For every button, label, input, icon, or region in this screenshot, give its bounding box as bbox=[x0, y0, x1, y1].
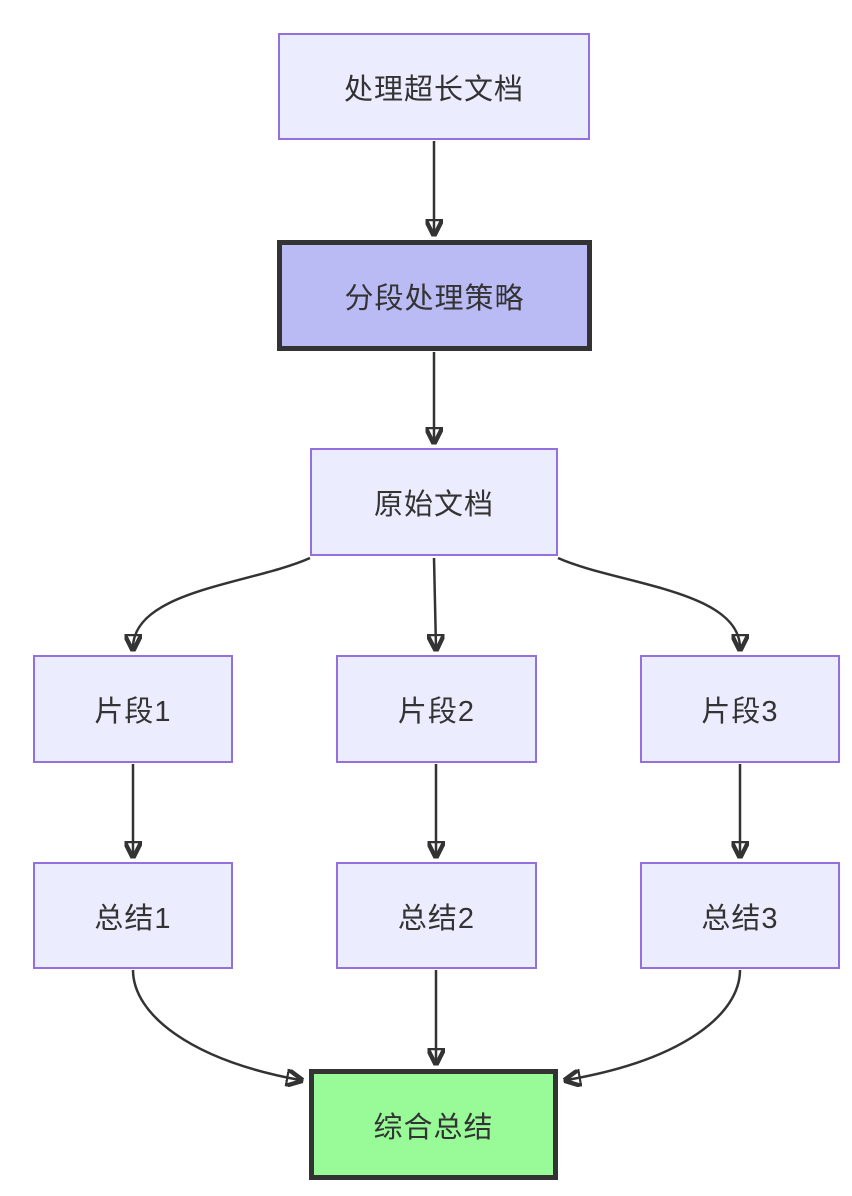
node-summary-1: 总结1 bbox=[33, 862, 233, 969]
node-summary-3: 总结3 bbox=[640, 862, 840, 969]
node-final-summary: 综合总结 bbox=[309, 1069, 558, 1180]
node-segment-2: 片段2 bbox=[336, 655, 537, 763]
edge-I-J bbox=[567, 969, 742, 1080]
node-summary-2: 总结2 bbox=[336, 862, 537, 969]
node-long-document: 处理超长文档 bbox=[278, 33, 590, 140]
edge-C-D bbox=[133, 556, 311, 648]
edge-C-F bbox=[557, 556, 740, 648]
node-segment-1: 片段1 bbox=[33, 655, 233, 763]
node-segment-3: 片段3 bbox=[640, 655, 840, 763]
edge-G-J bbox=[131, 969, 300, 1080]
edge-C-E bbox=[434, 557, 436, 648]
node-original-document: 原始文档 bbox=[310, 448, 558, 556]
node-segmentation-strategy: 分段处理策略 bbox=[277, 240, 592, 351]
